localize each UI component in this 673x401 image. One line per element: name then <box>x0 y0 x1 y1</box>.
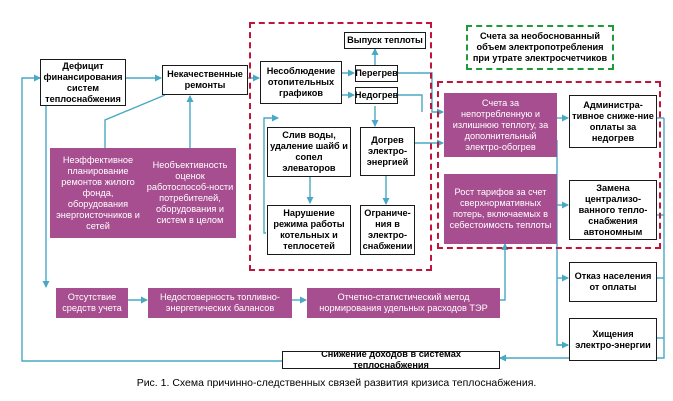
node-income-decline: Снижение доходов в системах теплоснабжен… <box>282 351 500 369</box>
node-drain: Слив воды, удаление шайб и сопел элевато… <box>267 127 351 177</box>
node-inefficient-planning: Неэффективное планирование ремонтов жило… <box>50 148 146 238</box>
node-unobjective-eval: Необъективность оценок работоспособ-ност… <box>144 148 236 238</box>
node-admin-reduction: Администра-тивное сниже-ние оплаты за не… <box>569 95 657 148</box>
node-heat-release: Выпуск теплоты <box>344 32 426 49</box>
dashed-frame-right <box>437 81 661 249</box>
figure-caption: Рис. 1. Схема причинно-следственных связ… <box>136 377 537 389</box>
arrow-violation-loop <box>263 114 279 234</box>
arrow-underheat-bills <box>397 94 423 112</box>
node-replacement: Замена централизо-ванного тепло-снабжени… <box>569 180 657 240</box>
arrow-planning-repairs <box>104 94 166 148</box>
arrow-right-to-income <box>499 118 665 362</box>
node-power-limit: Ограниче-ния в электро-снабжении <box>360 205 415 255</box>
node-theft: Хищения электро-энергии <box>569 318 657 361</box>
node-statistical-method: Отчетно-статистический метод нормировани… <box>307 288 500 318</box>
node-violation: Нарушение режима работы котельных и тепл… <box>267 205 351 255</box>
node-overheat: Перегрев <box>355 65 398 82</box>
dashed-frame-center <box>249 22 432 271</box>
node-deficit: Дефицит финансирования систем теплоснабж… <box>40 59 126 106</box>
node-refusal: Отказ населения от оплаты <box>569 262 657 302</box>
node-electric-heating: Догрев электро-энергией <box>360 127 415 176</box>
arrow-method-tariff <box>500 243 509 301</box>
node-poor-repairs: Некачественные ремонты <box>162 65 248 95</box>
node-nonobservance: Несоблюдение отопительных графиков <box>260 61 342 104</box>
node-no-metering: Отсутствие средств учета <box>56 288 128 318</box>
node-underheat: Недогрев <box>355 87 398 104</box>
node-tariff-growth: Рост тарифов за счет сверхнормативных по… <box>444 174 557 244</box>
node-bills-unconsumed: Счета за непотребленную и излишнюю тепло… <box>444 93 557 157</box>
node-bills-electric: Счета за необоснованный объем электропот… <box>466 25 614 70</box>
arrow-income-deficit <box>21 74 282 362</box>
node-unreliable-balances: Недостоверность топливно-энергетических … <box>148 288 292 318</box>
